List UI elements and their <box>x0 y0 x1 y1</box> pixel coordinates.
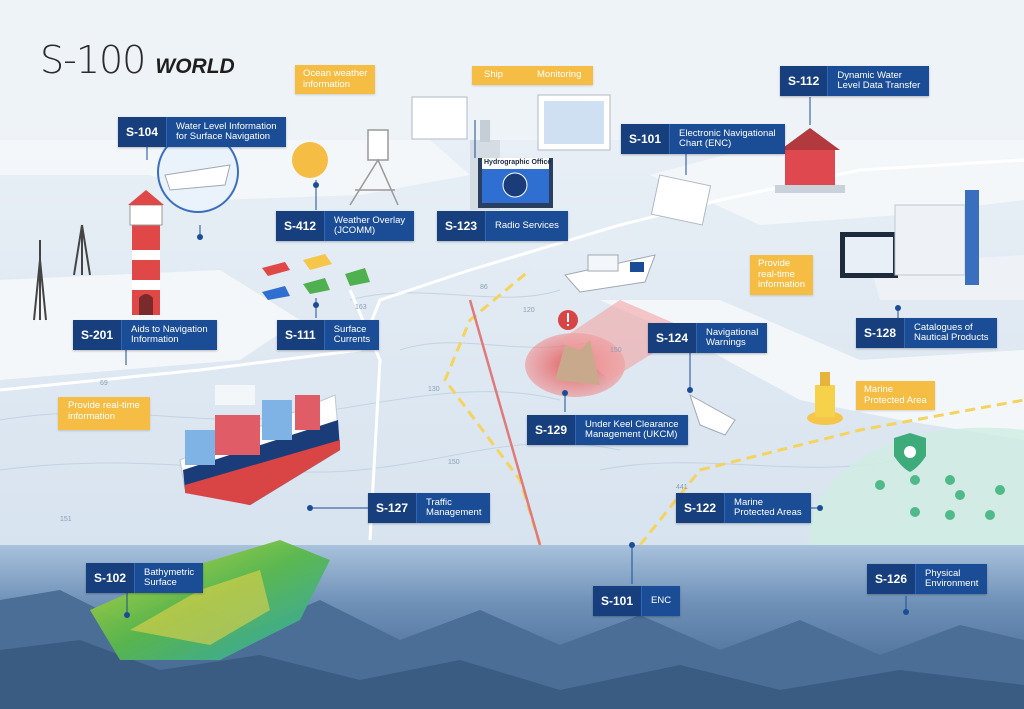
label-name: Catalogues of Nautical Products <box>914 321 989 343</box>
label-s126[interactable]: S-126 Physical Environment <box>867 564 988 594</box>
label-s122[interactable]: S-122 Marine Protected Areas <box>676 493 811 523</box>
lighthouse <box>128 190 164 315</box>
label-code: S-104 <box>118 117 168 147</box>
depth-label: 86 <box>480 284 488 291</box>
label-s104[interactable]: S-104 Water Level Information for Surfac… <box>118 117 286 147</box>
depth-label: 69 <box>100 380 108 387</box>
callout-ocean-weather: Ocean weather information <box>295 65 376 94</box>
label-name: Physical Environment <box>925 567 979 589</box>
label-name: Bathymetric Surface <box>144 566 195 588</box>
warning-icon <box>558 310 578 330</box>
depth-label: 150 <box>610 347 622 354</box>
label-code: S-101 <box>593 586 643 616</box>
label-s128[interactable]: S-128 Catalogues of Nautical Products <box>856 318 998 348</box>
label-name: Under Keel Clearance Management (UKCM) <box>585 418 679 440</box>
callout-realtime-left: Provide real-time information <box>58 397 150 430</box>
label-code: S-123 <box>437 211 487 241</box>
route-yellow <box>443 268 542 546</box>
label-name: Dynamic Water Level Data Transfer <box>837 69 921 91</box>
label-name: ENC <box>651 594 672 606</box>
current-arrows <box>262 254 370 300</box>
label-code: S-112 <box>780 66 829 96</box>
label-code: S-127 <box>368 493 418 523</box>
route-red <box>468 299 542 546</box>
label-s111[interactable]: S-111 Surface Currents <box>277 320 380 350</box>
tide-icon <box>292 142 328 178</box>
label-code: S-101 <box>621 124 671 154</box>
ship-screen <box>411 96 468 140</box>
label-code: S-201 <box>73 320 123 350</box>
patrol-vessel <box>564 254 656 293</box>
callout-ship: Ship <box>484 69 504 80</box>
container-ship <box>179 385 341 506</box>
label-code: S-128 <box>856 318 906 348</box>
label-code: S-124 <box>648 323 698 353</box>
label-s101-enc-chart[interactable]: S-101 Electronic Navigational Chart (ENC… <box>621 124 785 154</box>
protected-area-buoys <box>875 475 1005 520</box>
label-s124[interactable]: S-124 Navigational Warnings <box>648 323 768 353</box>
connector-dots <box>124 182 909 618</box>
label-name: Aids to Navigation Information <box>131 323 208 345</box>
label-code: S-122 <box>676 493 726 523</box>
depth-label: 120 <box>523 307 535 314</box>
ecdis-console <box>840 190 979 285</box>
label-s129[interactable]: S-129 Under Keel Clearance Management (U… <box>527 415 688 445</box>
title-sub: WORLD <box>155 55 235 78</box>
label-name: Electronic Navigational Chart (ENC) <box>679 127 776 149</box>
yacht <box>689 393 736 436</box>
depth-label: 130 <box>428 386 440 393</box>
callout-realtime-right: Provide real-time information <box>750 255 813 295</box>
label-s201[interactable]: S-201 Aids to Navigation Information <box>73 320 217 350</box>
label-code: S-111 <box>277 320 325 350</box>
label-s101-enc[interactable]: S-101 ENC <box>593 586 681 616</box>
marine-protected-zone <box>810 427 1024 545</box>
label-name: Weather Overlay (JCOMM) <box>334 214 406 236</box>
label-code: S-126 <box>867 564 917 594</box>
shield-icon <box>894 433 926 472</box>
callout-ship-monitoring: Ship Monitoring <box>472 66 594 85</box>
tide-gauge-house <box>775 128 845 193</box>
land-north-east <box>650 140 1024 225</box>
depth-label: 151 <box>60 516 72 523</box>
route-yellow-east <box>638 398 1024 546</box>
title-main: S-100 <box>40 38 146 82</box>
label-s127[interactable]: S-127 Traffic Management <box>368 493 491 523</box>
label-name: Navigational Warnings <box>706 326 759 348</box>
label-s412[interactable]: S-412 Weather Overlay (JCOMM) <box>276 211 415 241</box>
route-white-2 <box>348 289 382 541</box>
callout-monitoring: Monitoring <box>537 69 582 80</box>
label-s112[interactable]: S-112 Dynamic Water Level Data Transfer <box>780 66 930 96</box>
label-name: Marine Protected Areas <box>734 496 802 518</box>
rock-hazard <box>555 340 600 385</box>
radio-tower <box>33 224 91 321</box>
depth-label: 441 <box>676 484 688 491</box>
hydrographic-office-label: Hydrographic Office <box>484 159 552 166</box>
label-s123[interactable]: S-123 Radio Services <box>437 211 568 241</box>
weather-station <box>349 129 399 206</box>
buoy <box>807 372 843 425</box>
label-name: Water Level Information for Surface Navi… <box>176 120 277 142</box>
callout-marine-protected: Marine Protected Area <box>856 381 935 410</box>
page-title: S-100 WORLD <box>40 38 235 82</box>
label-name: Surface Currents <box>333 323 371 345</box>
label-name: Traffic Management <box>426 496 482 518</box>
label-s102[interactable]: S-102 Bathymetric Surface <box>86 563 204 593</box>
label-code: S-102 <box>86 563 136 593</box>
label-code: S-412 <box>276 211 326 241</box>
label-code: S-129 <box>527 415 577 445</box>
enc-display <box>650 174 712 226</box>
seabed-deep <box>0 640 1024 709</box>
depth-label: 163 <box>355 304 367 311</box>
label-name: Radio Services <box>495 219 559 231</box>
depth-label: 150 <box>448 459 460 466</box>
